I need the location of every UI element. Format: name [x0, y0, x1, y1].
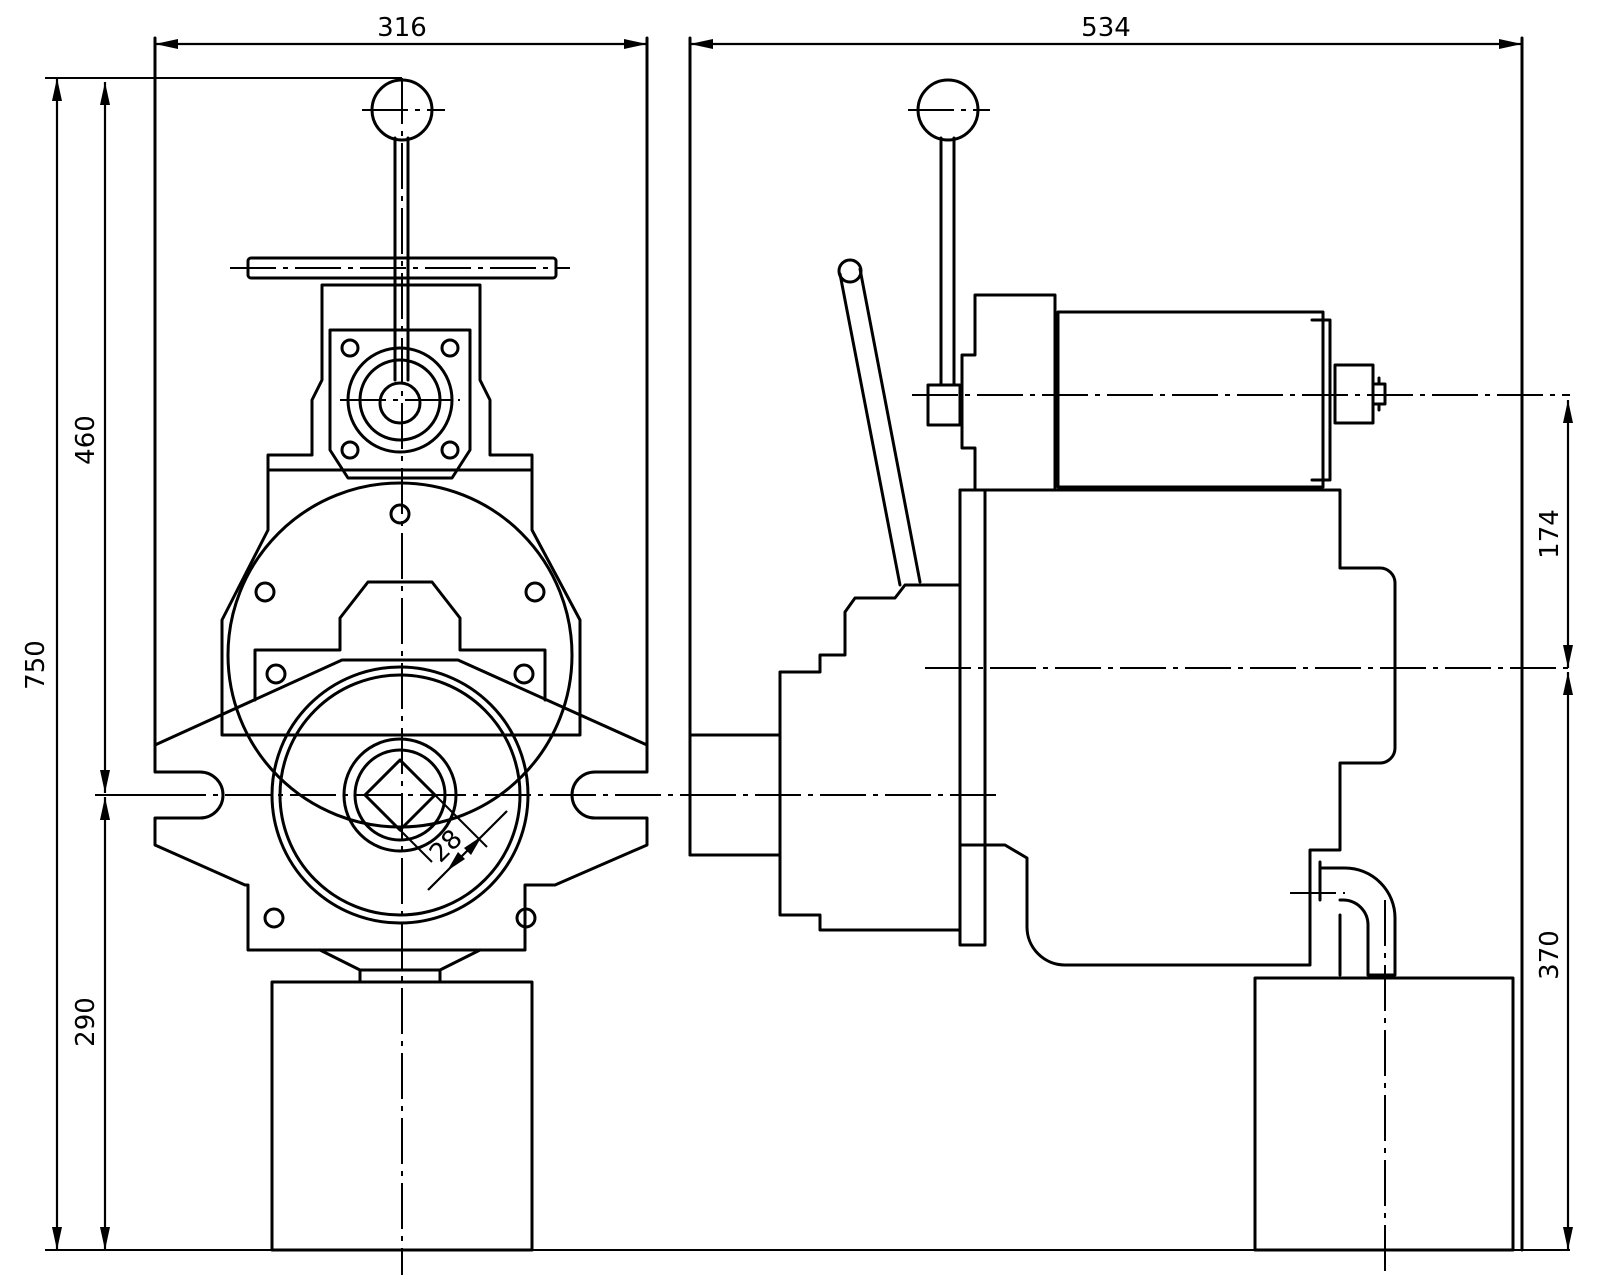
dim-290-label: 290	[71, 997, 101, 1047]
dim-28-arrow-a	[447, 852, 465, 871]
dim-28-arrow-b	[464, 836, 482, 855]
side-envelope	[688, 36, 1524, 1252]
side-lever	[838, 267, 922, 587]
dim-370-label: 370	[1535, 930, 1565, 980]
side-body-flange	[958, 488, 987, 947]
front-hole-ll	[265, 663, 287, 685]
dim-174-arrow-bottom	[1563, 645, 1573, 668]
dim-316-arrow-right	[624, 39, 647, 49]
side-input-housing	[778, 583, 962, 932]
front-hole-br	[515, 907, 537, 929]
front-envelope	[153, 36, 649, 747]
dim-460-label: 460	[71, 415, 101, 465]
front-hole-right	[524, 581, 546, 603]
front-hole-lr	[513, 663, 535, 685]
dim-534-label: 534	[1081, 13, 1131, 43]
front-base-flange	[153, 658, 649, 952]
front-bolt-3	[340, 440, 360, 460]
front-boss	[253, 580, 547, 702]
dim-460-arrow-bottom	[100, 770, 110, 793]
side-motor-end	[960, 293, 1057, 492]
dim-370-arrow-top	[1563, 672, 1573, 695]
dim-316-arrow-left	[155, 39, 178, 49]
side-elbow-pipe	[1318, 866, 1397, 977]
dimension-lines: 316 534 750 460 290 174 370	[21, 13, 1573, 1251]
dim-290-arrow-bottom	[100, 1227, 110, 1250]
side-motor-body	[1056, 310, 1325, 489]
side-motor-cap	[1310, 318, 1332, 482]
side-elbow-pipe-inner	[1318, 860, 1342, 977]
front-bolt-4	[440, 440, 460, 460]
front-view	[95, 36, 690, 1275]
side-handle-rod	[939, 136, 956, 387]
front-hole-left	[254, 581, 276, 603]
dim-750-label: 750	[21, 640, 51, 690]
dim-316-label: 316	[377, 13, 427, 43]
side-handle-clamp	[926, 383, 962, 427]
dim-534-arrow-left	[690, 39, 713, 49]
front-gearbox-face	[328, 328, 472, 480]
front-upper-gearbox	[266, 283, 534, 472]
dim-750-arrow-top	[52, 78, 62, 101]
dim-174-label: 174	[1535, 509, 1565, 559]
dim-174-arrow-top	[1563, 400, 1573, 423]
dim-290-arrow-top	[100, 797, 110, 820]
front-bolt-1	[340, 338, 360, 358]
dim-460-arrow-top	[100, 82, 110, 105]
front-hole-bl	[263, 907, 285, 929]
front-top-hole	[389, 503, 411, 525]
front-neck	[318, 948, 482, 984]
side-main-body	[958, 488, 1397, 967]
dim-534-arrow-right	[1499, 39, 1522, 49]
side-view	[688, 36, 1570, 1275]
dim-370-arrow-bottom	[1563, 1227, 1573, 1250]
front-bolt-2	[440, 338, 460, 358]
dim-750-arrow-bottom	[52, 1227, 62, 1250]
front-main-disc	[226, 481, 574, 829]
front-bore-inner	[378, 381, 422, 425]
